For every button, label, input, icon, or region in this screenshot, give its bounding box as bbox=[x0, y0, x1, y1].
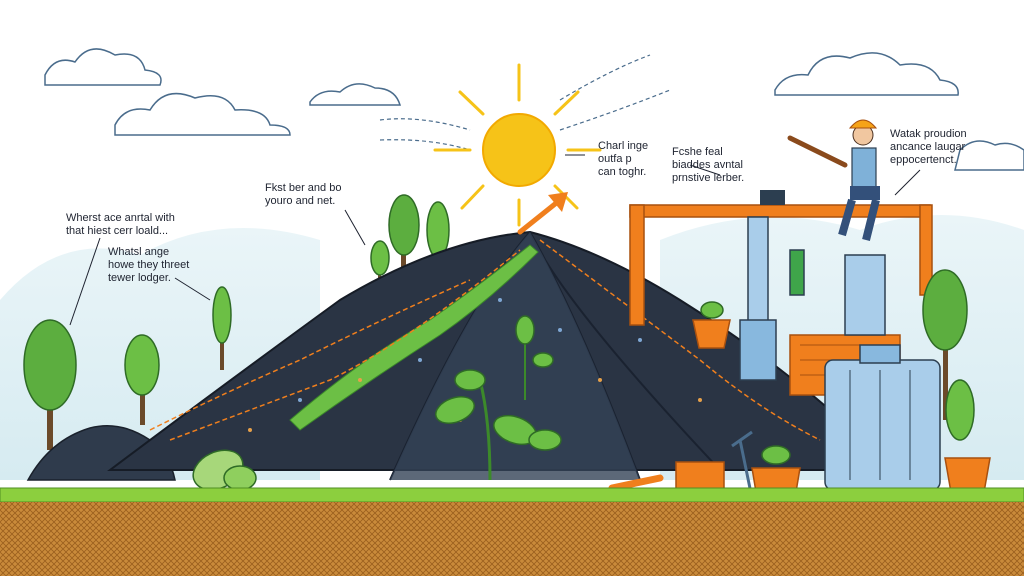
sprout-icon bbox=[435, 369, 562, 481]
cloud-icon bbox=[774, 52, 959, 96]
cloud-icon bbox=[114, 92, 291, 136]
cloud-icon bbox=[309, 83, 402, 106]
cloud-icon bbox=[44, 48, 162, 86]
annotation-1: Wherst ace anrtal with that hiest cerr l… bbox=[66, 212, 175, 237]
tank-icon bbox=[824, 344, 941, 491]
annotation-3: Fkst ber and bo youro and net. bbox=[265, 182, 342, 207]
tree-icon bbox=[922, 269, 968, 420]
tree-icon bbox=[23, 319, 77, 450]
annotation-2: Whatsl ange howe they threet tewer lodge… bbox=[108, 246, 190, 284]
sprout-icon bbox=[515, 315, 554, 400]
annotation-6: Watak proudion ancance laugar eppocerten… bbox=[890, 128, 967, 166]
tree-icon bbox=[388, 194, 420, 275]
annotation-4: Charl inge outfa p can toghr. bbox=[598, 140, 649, 178]
worker-icon bbox=[787, 119, 880, 241]
annotation-pointers bbox=[69, 154, 921, 326]
tree-icon bbox=[370, 240, 390, 285]
plant-pot-icon bbox=[692, 301, 731, 349]
wind-lines bbox=[379, 54, 671, 151]
leaf-icon bbox=[192, 449, 257, 491]
soil-layer bbox=[0, 502, 1024, 576]
grass-strip bbox=[0, 487, 1024, 503]
tree-icon bbox=[124, 334, 160, 425]
flow-lines bbox=[149, 239, 821, 441]
annotation-5: Fcshe feal biaddes avntal prnstive lerbe… bbox=[672, 146, 745, 184]
pipe-icon bbox=[608, 474, 664, 492]
arrow-icon bbox=[517, 197, 563, 235]
sun-icon bbox=[433, 63, 602, 227]
tree-icon bbox=[212, 286, 232, 370]
nutrient-flow bbox=[289, 244, 539, 431]
